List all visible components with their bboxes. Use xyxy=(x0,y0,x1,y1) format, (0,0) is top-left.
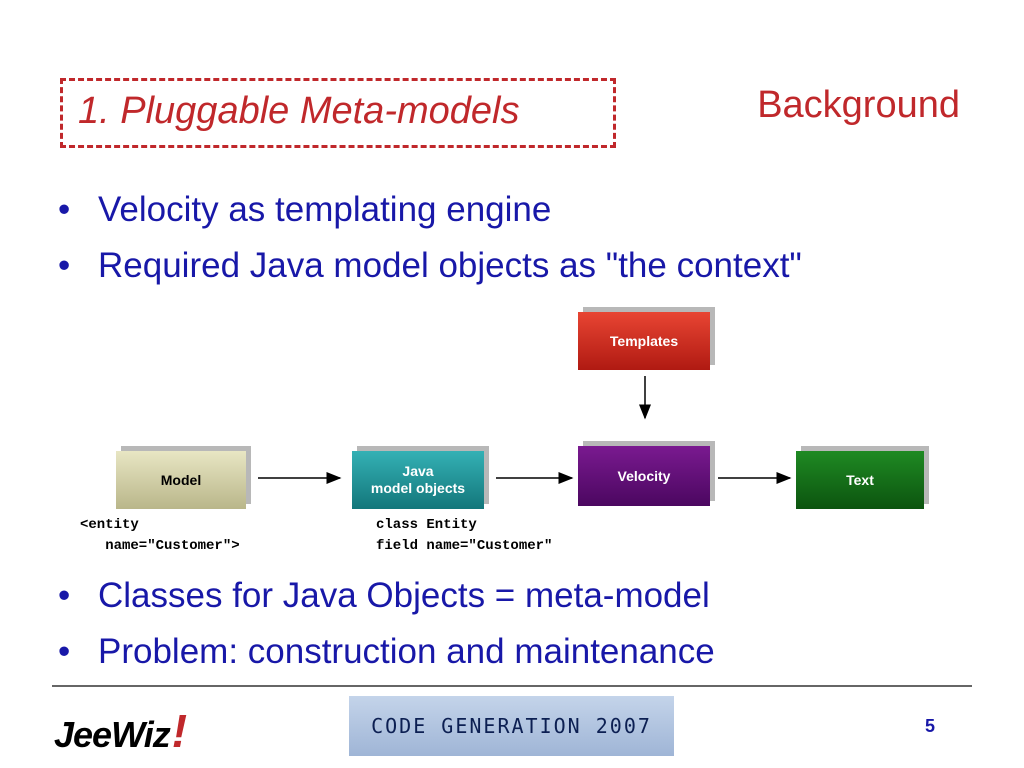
bullet-2: •Required Java model objects as "the con… xyxy=(58,246,802,285)
bullet-dot: • xyxy=(58,190,71,229)
section-label: Background xyxy=(757,84,960,126)
java-class-snippet: class Entity field name="Customer" xyxy=(376,517,553,554)
bullet-1: •Velocity as templating engine xyxy=(58,190,552,229)
code-generation-banner: CODE GENERATION 2007 xyxy=(349,696,674,756)
java-model-objects-box: Java model objects xyxy=(352,451,484,509)
templates-box: Templates xyxy=(578,312,710,370)
velocity-box: Velocity xyxy=(578,446,710,506)
footer-divider xyxy=(52,685,972,687)
bullet-dot: • xyxy=(58,246,71,285)
slide-title: 1. Pluggable Meta-models xyxy=(78,90,520,132)
bullet-dot: • xyxy=(58,632,71,671)
entity-xml-snippet: <entity name="Customer"> xyxy=(80,517,240,554)
jeewiz-logo: JeeWiz! xyxy=(54,705,187,757)
bullet-3: •Classes for Java Objects = meta-model xyxy=(58,576,710,615)
title-frame xyxy=(60,78,616,148)
page-number: 5 xyxy=(925,716,936,736)
bullet-4: •Problem: construction and maintenance xyxy=(58,632,715,671)
text-box: Text xyxy=(796,451,924,509)
bullet-dot: • xyxy=(58,576,71,615)
model-box: Model xyxy=(116,451,246,509)
